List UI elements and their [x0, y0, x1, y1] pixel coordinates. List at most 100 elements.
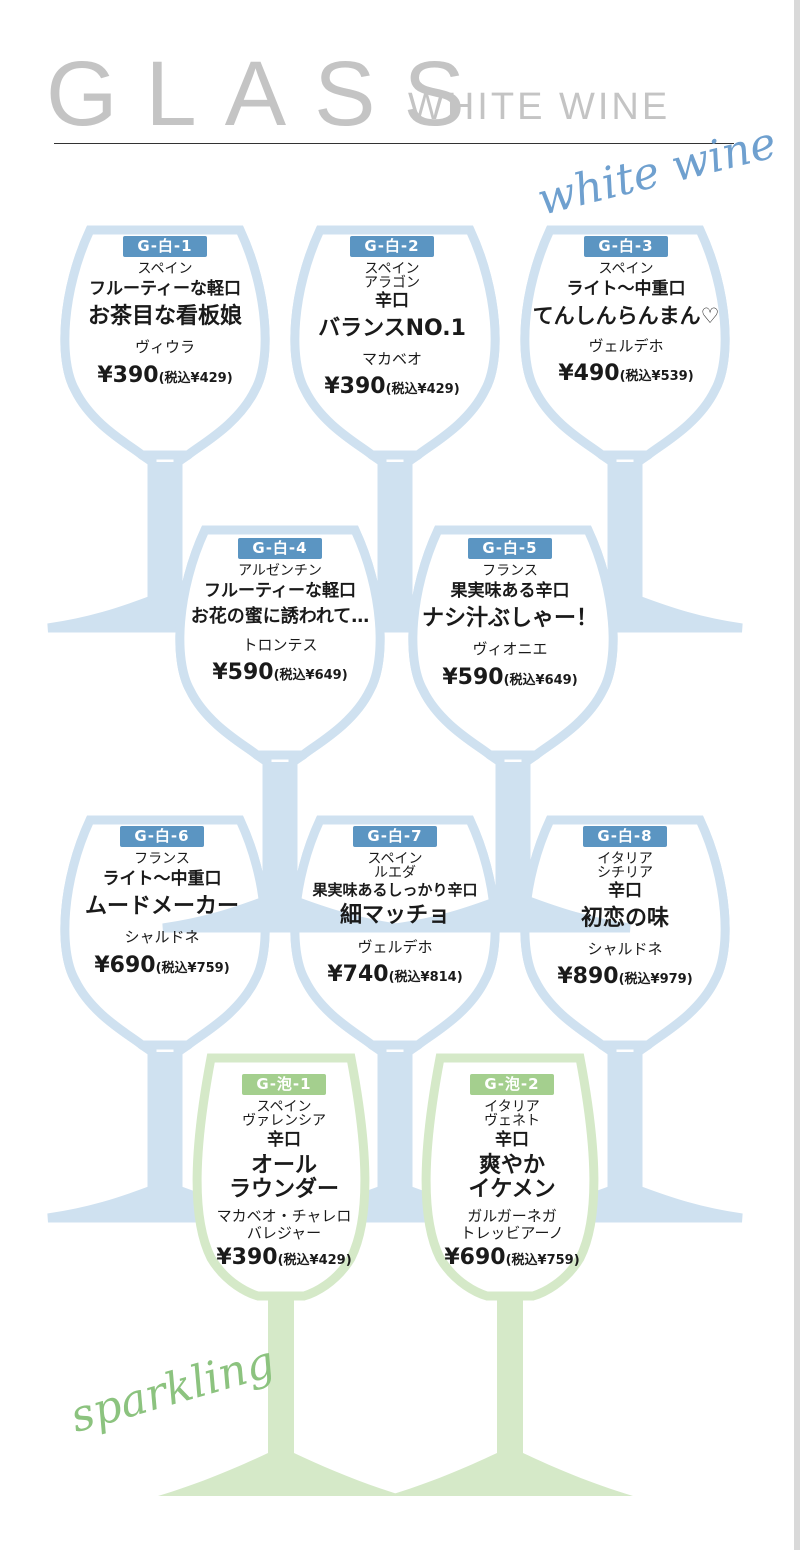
wine-style: 辛口 — [608, 880, 642, 901]
wine-price: ¥690(税込¥759) — [392, 1246, 632, 1270]
wine-origin: フランス — [134, 850, 190, 867]
wine-code-badge: G-白-2 — [350, 236, 434, 257]
wine-card-w7: G-白-7 スペイン ルエダ 果実味あるしっかり辛口 細マッチョ ヴェルデホ ¥… — [275, 826, 515, 987]
price-tax-included: (税込¥759) — [505, 1253, 580, 1269]
wine-style: ライト〜中重口 — [102, 869, 222, 890]
wine-code-badge: G-白-8 — [583, 826, 667, 847]
price-value: ¥390 — [97, 362, 159, 388]
wine-code-badge: G-白-4 — [238, 538, 322, 559]
wine-price: ¥740(税込¥814) — [275, 962, 515, 988]
wine-origin: スペイン — [137, 260, 193, 277]
wine-grape: ヴィオニエ — [472, 640, 548, 659]
price-tax-included: (税込¥649) — [503, 672, 578, 688]
wine-price: ¥690(税込¥759) — [42, 952, 282, 978]
price-value: ¥690 — [94, 952, 156, 978]
right-edge-border — [794, 0, 800, 1550]
price-value: ¥690 — [444, 1245, 506, 1271]
wine-grape-line2: トレッビアーノ — [460, 1224, 564, 1243]
wine-origin: スペイン — [598, 260, 654, 277]
wine-origin: イタリア — [597, 850, 653, 867]
wine-name: バランスNO.1 — [318, 315, 466, 341]
wine-card-s2: G-泡-2 イタリア ヴェネト 辛口 爽やか イケメン ガルガーネガ トレッビア… — [392, 1074, 632, 1271]
wine-code-badge: G-泡-1 — [242, 1074, 326, 1095]
wine-grape-line1: ガルガーネガ — [467, 1206, 557, 1225]
wine-grape-line1: マカベオ・チャレロ — [216, 1206, 352, 1225]
wine-name: 細マッチョ — [339, 903, 450, 929]
price-tax-included: (税込¥979) — [618, 972, 693, 988]
wine-origin: スペイン — [364, 260, 420, 277]
wine-style: ライト〜中重口 — [566, 279, 686, 300]
wine-price: ¥490(税込¥539) — [506, 362, 746, 386]
wine-origin: スペイン — [367, 850, 423, 867]
wine-card-w1: G-白-1 スペイン フルーティーな軽口 お茶目な看板娘 ヴィウラ ¥390(税… — [45, 236, 285, 388]
price-tax-included: (税込¥814) — [388, 970, 463, 986]
wine-region: アラゴン — [364, 275, 420, 292]
wine-grape: ヴェルデホ — [357, 937, 433, 956]
wine-code-badge: G-白-3 — [584, 236, 668, 257]
wine-origin: スペイン — [256, 1098, 312, 1115]
wine-style: 果実味ある辛口 — [450, 581, 570, 602]
price-value: ¥590 — [442, 664, 504, 690]
wine-style: 辛口 — [495, 1129, 529, 1150]
wine-price: ¥590(税込¥649) — [160, 661, 400, 685]
wine-name-line2: ラウンダー — [228, 1176, 339, 1202]
wine-region: ヴァレンシア — [242, 1113, 326, 1130]
price-value: ¥590 — [212, 660, 274, 686]
wine-region: シチリア — [597, 865, 653, 882]
wine-style: 辛口 — [375, 290, 409, 311]
wine-price: ¥390(税込¥429) — [164, 1246, 404, 1270]
wine-origin: フランス — [482, 562, 538, 579]
wine-name-line2: イケメン — [468, 1176, 556, 1202]
price-value: ¥740 — [327, 962, 389, 988]
price-value: ¥490 — [558, 361, 620, 387]
wine-price: ¥390(税込¥429) — [272, 375, 512, 399]
page-title: GLASS — [46, 43, 493, 145]
price-value: ¥390 — [216, 1245, 278, 1271]
wine-code-badge: G-白-6 — [120, 826, 204, 847]
wine-grape: シャルドネ — [587, 939, 663, 958]
wine-name: お茶目な看板娘 — [87, 303, 242, 329]
wine-code-badge: G-白-5 — [468, 538, 552, 559]
wine-name: てんしんらんまん♡ — [532, 303, 720, 328]
price-tax-included: (税込¥759) — [155, 960, 230, 976]
wine-grape: ヴィウラ — [134, 338, 195, 357]
wine-name-line1: オール — [250, 1152, 317, 1178]
wine-name: 初恋の味 — [580, 905, 669, 931]
price-value: ¥390 — [324, 374, 386, 400]
wine-code-badge: G-白-7 — [353, 826, 437, 847]
wine-code-badge: G-泡-2 — [470, 1074, 554, 1095]
wine-name: ナシ汁ぶしゃー！ — [421, 605, 598, 631]
wine-style: 辛口 — [267, 1129, 301, 1150]
page-subtitle: WHITE WINE — [408, 86, 671, 128]
wine-grape: ヴェルデホ — [588, 336, 664, 355]
price-tax-included: (税込¥539) — [619, 369, 694, 385]
wine-grape: トロンテス — [242, 635, 318, 654]
wine-origin: アルゼンチン — [238, 562, 322, 579]
wine-card-s1: G-泡-1 スペイン ヴァレンシア 辛口 オール ラウンダー マカベオ・チャレロ… — [164, 1074, 404, 1271]
price-value: ¥890 — [557, 964, 619, 990]
wine-card-w2: G-白-2 スペイン アラゴン 辛口 バランスNO.1 マカベオ ¥390(税込… — [272, 236, 512, 399]
header-divider — [54, 143, 734, 144]
wine-card-w6: G-白-6 フランス ライト〜中重口 ムードメーカー シャルドネ ¥690(税込… — [42, 826, 282, 978]
wine-grape: マカベオ — [361, 349, 422, 368]
price-tax-included: (税込¥429) — [158, 370, 233, 386]
price-tax-included: (税込¥649) — [273, 668, 348, 684]
price-tax-included: (税込¥429) — [277, 1253, 352, 1269]
wine-name: お花の蜜に誘われて… — [190, 605, 370, 627]
wine-price: ¥590(税込¥649) — [390, 664, 630, 690]
wine-card-w3: G-白-3 スペイン ライト〜中重口 てんしんらんまん♡ ヴェルデホ ¥490(… — [506, 236, 746, 387]
wine-region: ルエダ — [374, 865, 416, 882]
wine-code-badge: G-白-1 — [123, 236, 207, 257]
wine-price: ¥890(税込¥979) — [505, 965, 745, 989]
wine-card-w4: G-白-4 アルゼンチン フルーティーな軽口 お花の蜜に誘われて… トロンテス … — [160, 538, 400, 685]
price-tax-included: (税込¥429) — [385, 382, 460, 398]
wine-region: ヴェネト — [484, 1113, 540, 1130]
wine-name-line1: 爽やか — [478, 1152, 545, 1178]
wine-style: フルーティーな軽口 — [89, 279, 241, 300]
wine-price: ¥390(税込¥429) — [45, 362, 285, 388]
wine-origin: イタリア — [484, 1098, 540, 1115]
wine-style: フルーティーな軽口 — [204, 581, 356, 602]
wine-name: ムードメーカー — [84, 893, 239, 919]
